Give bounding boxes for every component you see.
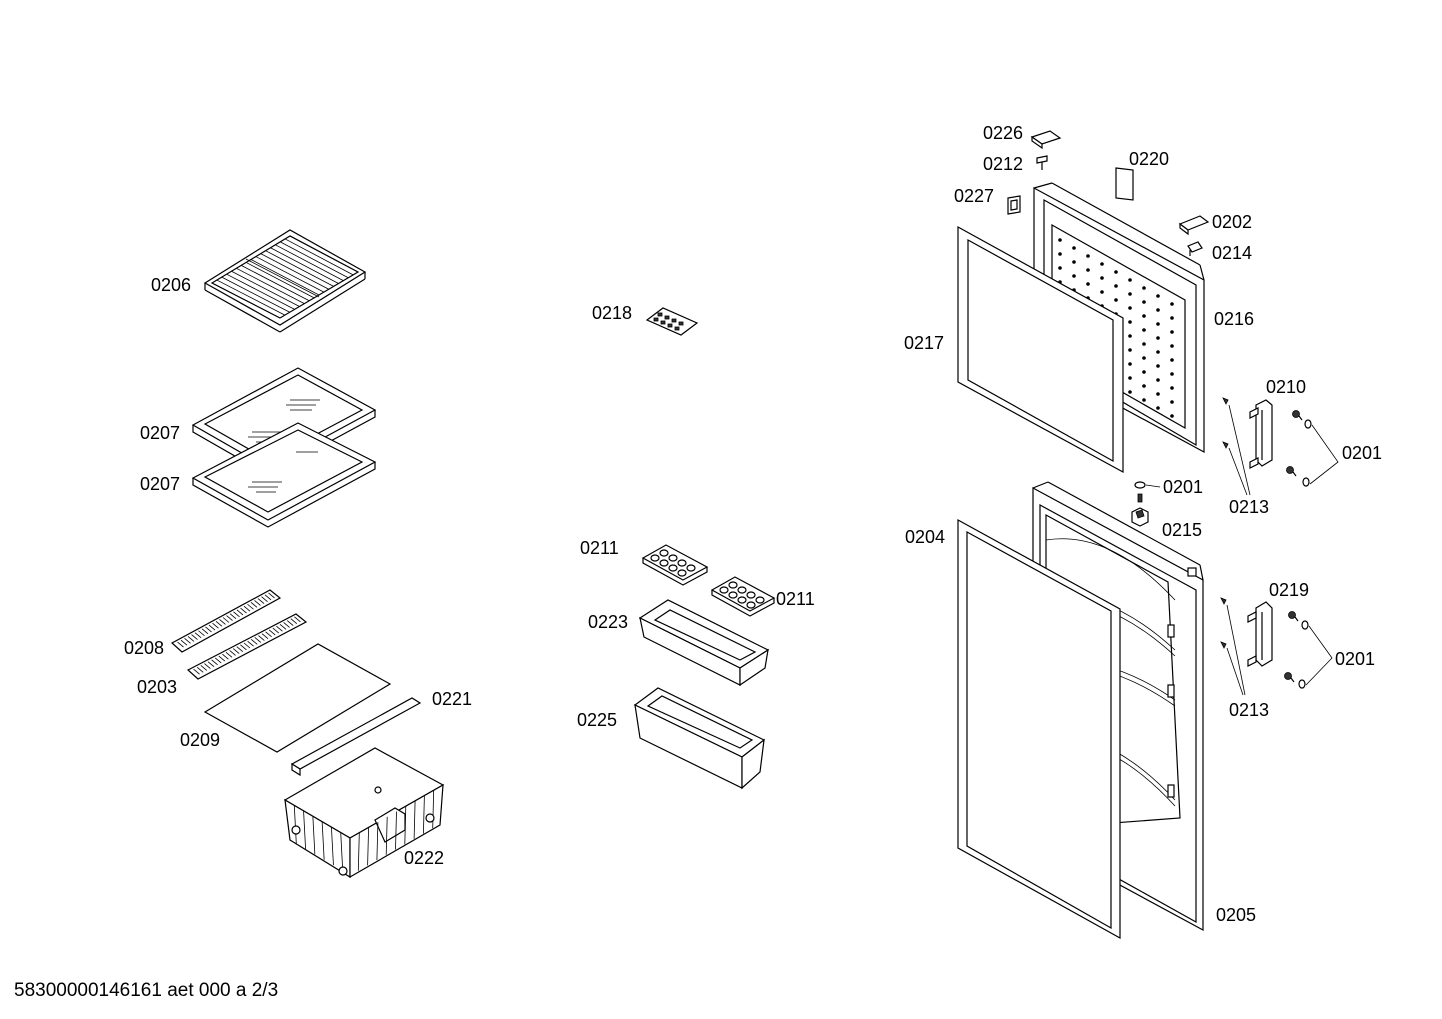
- ice-tray-0218: [645, 307, 699, 336]
- label-0227: 0227: [954, 186, 994, 206]
- screw-freezer-top: [1292, 410, 1303, 421]
- label-0202: 0202: [1212, 212, 1252, 232]
- hinge-0215: [1131, 493, 1149, 527]
- label-0209: 0209: [180, 730, 220, 750]
- label-0201-c: 0201: [1335, 649, 1375, 669]
- label-0221: 0221: [432, 689, 472, 709]
- document-code: 58300000146161 aet 000 a 2/3: [14, 980, 279, 1001]
- strip-0203: [186, 613, 308, 680]
- label-0215: 0215: [1162, 520, 1202, 540]
- label-0203: 0203: [137, 677, 177, 697]
- freezer-gasket-0217: [957, 225, 1124, 474]
- glass-shelf-0207-bottom: [191, 422, 377, 528]
- handle-0219: [1220, 597, 1333, 696]
- egg-tray-0211-b: [710, 576, 776, 617]
- screw-fridge-bottom: [1284, 672, 1295, 683]
- cap-0226: [1030, 130, 1062, 150]
- screw-0213-a: [1222, 397, 1229, 405]
- label-0214: 0214: [1212, 243, 1252, 263]
- screw-0213-d: [1220, 641, 1227, 649]
- label-0223: 0223: [588, 612, 628, 632]
- label-0210: 0210: [1266, 377, 1306, 397]
- part-labels: 0206 0207 0207 0208 0203 0209 0221 0222 …: [124, 123, 1382, 925]
- wire-shelf-0206: [203, 229, 367, 333]
- egg-tray-0211-a: [641, 544, 709, 586]
- label-0213-b: 0213: [1229, 700, 1269, 720]
- label-0207-a: 0207: [140, 423, 180, 443]
- hinge-pin-0201: [1134, 481, 1161, 489]
- screw-freezer-bottom: [1286, 466, 1297, 477]
- label-0211-a: 0211: [580, 538, 619, 558]
- door-bin-0225: [633, 687, 766, 790]
- label-0205: 0205: [1216, 905, 1256, 925]
- label-0220: [1115, 167, 1134, 201]
- handle-0210: [1222, 397, 1339, 496]
- label-0218: 0218: [592, 303, 632, 323]
- label-0207-b: 0207: [140, 474, 180, 494]
- label-0213-a: 0213: [1229, 497, 1269, 517]
- door-bin-0223: [638, 599, 770, 687]
- label-0219: 0219: [1269, 580, 1309, 600]
- label-0204: 0204: [905, 527, 945, 547]
- label-0222: 0222: [404, 848, 444, 868]
- screw-fridge-top: [1288, 611, 1299, 622]
- pin-0212: [1036, 155, 1048, 170]
- crisper-drawer-0222: [283, 747, 445, 879]
- rail-0221: [290, 697, 422, 777]
- screw-0213-c: [1220, 597, 1227, 605]
- label-0220: 0220: [1129, 149, 1169, 169]
- label-0212: 0212: [983, 154, 1023, 174]
- cover-plate-0209: [203, 643, 392, 753]
- label-0225: 0225: [577, 710, 617, 730]
- label-0201-b: 0201: [1163, 477, 1203, 497]
- cover-0227: [1007, 195, 1021, 215]
- strip-0208: [170, 589, 282, 653]
- fridge-gasket-0204: [957, 518, 1121, 940]
- label-0201-a: 0201: [1342, 443, 1382, 463]
- label-0211-b: 0211: [776, 589, 815, 609]
- label-0208: 0208: [124, 638, 164, 658]
- label-0217: 0217: [904, 333, 944, 353]
- label-0226: 0226: [983, 123, 1023, 143]
- cap-0202: [1178, 215, 1210, 236]
- hinge-0214: [1187, 241, 1203, 256]
- label-0206: 0206: [151, 275, 191, 295]
- label-0216: 0216: [1214, 309, 1254, 329]
- screw-0213-b: [1222, 441, 1229, 449]
